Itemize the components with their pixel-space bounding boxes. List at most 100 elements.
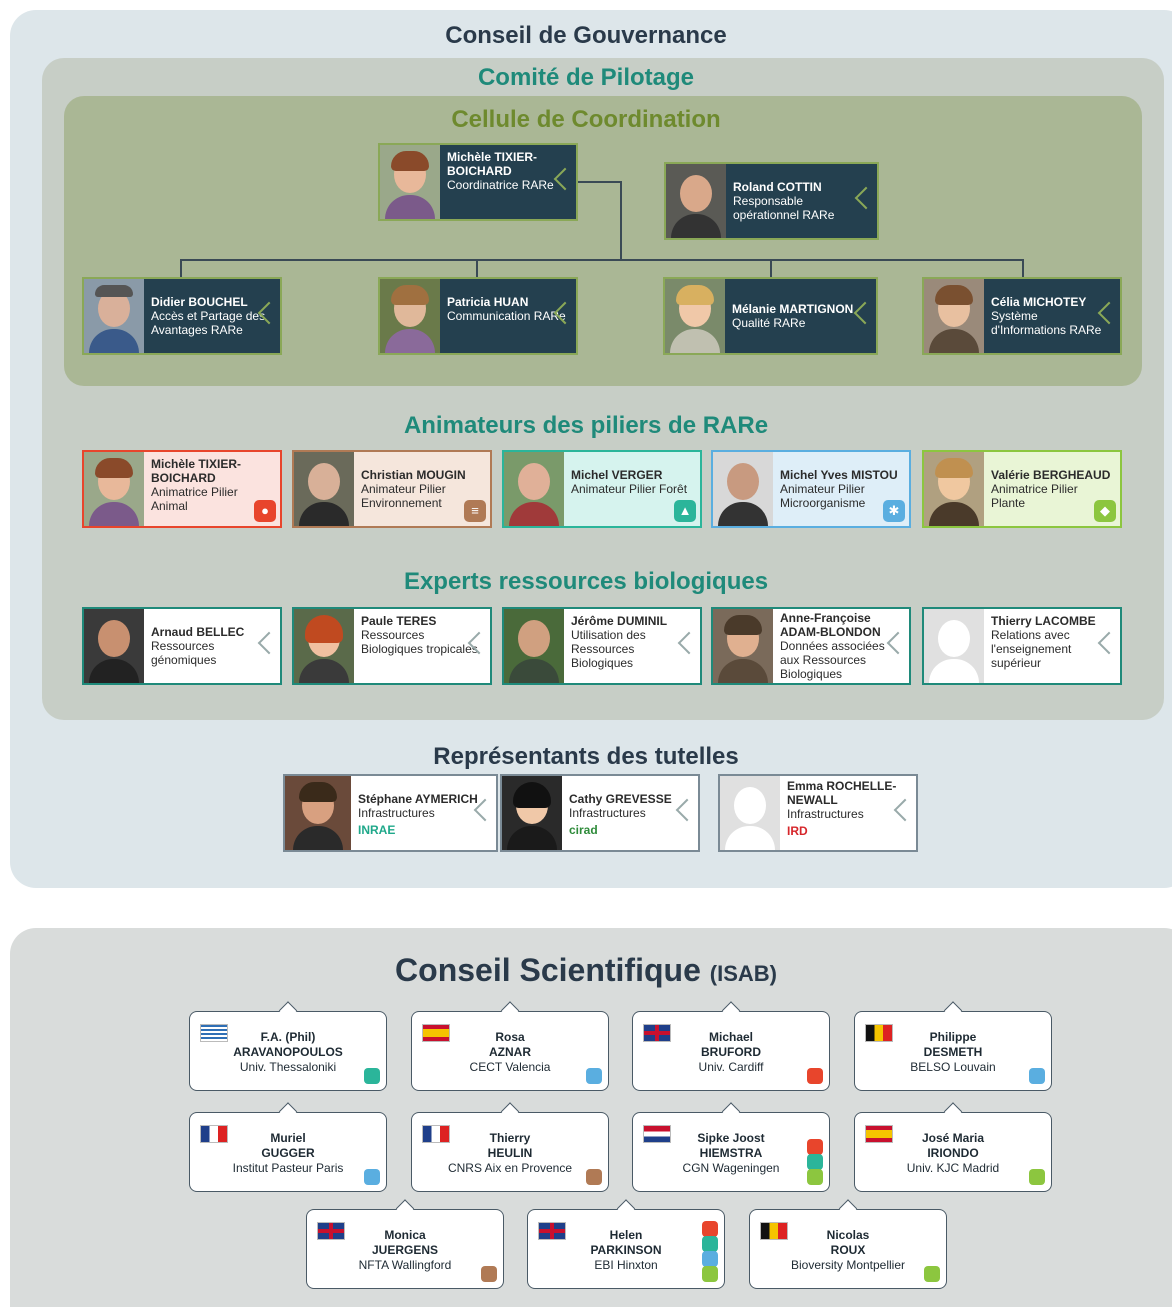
member-last-name: PARKINSON	[590, 1243, 662, 1257]
person-name: Michel VERGER	[571, 468, 663, 482]
member-first-name: Thierry	[489, 1131, 531, 1145]
person-name: Michel Yves MISTOU	[780, 468, 898, 482]
person-role: Animateur Pilier Environnement	[361, 482, 446, 510]
france-flag-icon	[422, 1125, 450, 1143]
person-role: Responsable opérationnel RARe	[733, 194, 835, 222]
member-last-name: ARAVANOPOULOS	[233, 1045, 343, 1059]
member-first-name: Rosa	[495, 1030, 525, 1044]
portrait-photo	[84, 279, 144, 353]
paw-icon	[702, 1221, 718, 1237]
microbe-icon: ✱	[883, 500, 905, 522]
portrait-photo	[924, 279, 984, 353]
member-first-name: Michael	[708, 1030, 753, 1044]
cirad-logo: cirad	[569, 823, 598, 837]
person-name: Didier BOUCHEL	[151, 295, 248, 309]
person-role: Ressources génomiques	[151, 639, 217, 667]
member-last-name: GUGGER	[261, 1146, 315, 1160]
member-organisation: Univ. Thessaloniki	[239, 1060, 337, 1074]
person-name: Arnaud BELLEC	[151, 625, 245, 639]
paw-icon	[807, 1139, 823, 1155]
microbe-icon	[586, 1068, 602, 1084]
member-organisation: BELSO Louvain	[910, 1060, 996, 1074]
member-first-name: Helen	[609, 1228, 643, 1242]
microbe-icon	[364, 1169, 380, 1185]
pilotage-title: Comité de Pilotage	[477, 64, 695, 91]
microbe-icon	[702, 1251, 718, 1267]
belgium-flag-icon	[760, 1222, 788, 1240]
person-name: Anne-Françoise ADAM-BLONDON	[780, 611, 881, 639]
person-role: Animatrice Pilier Animal	[151, 485, 238, 513]
france-flag-icon	[200, 1125, 228, 1143]
inrae-logo: INRAE	[358, 823, 396, 837]
person-role: Infrastructures	[787, 807, 864, 821]
person-role: Relations avec l'enseignement supérieur	[991, 628, 1072, 670]
person-name: Patricia HUAN	[447, 295, 529, 309]
portrait-photo	[502, 776, 562, 850]
leaf-icon	[1029, 1169, 1045, 1185]
portrait-photo	[504, 609, 564, 683]
portrait-photo	[380, 279, 440, 353]
uk-flag-icon	[317, 1222, 345, 1240]
member-first-name: Monica	[384, 1228, 426, 1242]
person-role: Données associées aux Ressources Biologi…	[780, 639, 885, 681]
avatar-placeholder	[720, 776, 780, 850]
member-organisation: CNRS Aix en Provence	[447, 1161, 573, 1175]
member-first-name: Muriel	[270, 1131, 306, 1145]
person-name: Célia MICHOTEY	[991, 295, 1087, 309]
member-last-name: HIEMSTRA	[699, 1146, 763, 1160]
leaf-icon	[702, 1266, 718, 1282]
person-name: Roland COTTIN	[733, 180, 822, 194]
member-last-name: JUERGENS	[371, 1243, 439, 1257]
person-name: Michèle TIXIER-BOICHARD	[151, 457, 242, 485]
scientifique-title-sub: (ISAB)	[709, 961, 777, 986]
tutelles-title: Représentants des tutelles	[433, 743, 739, 770]
portrait-photo	[504, 452, 564, 526]
member-first-name: Sipke Joost	[697, 1131, 765, 1145]
member-last-name: BRUFORD	[701, 1045, 761, 1059]
person-role: Ressources Biologiques tropicales	[361, 628, 478, 656]
member-first-name: Nicolas	[826, 1228, 870, 1242]
person-role: Accès et Partage des Avantages RARe	[151, 309, 266, 337]
person-name: Emma ROCHELLE-NEWALL	[787, 779, 897, 807]
member-organisation: NFTA Wallingford	[358, 1258, 452, 1272]
spain-flag-icon	[422, 1024, 450, 1042]
person-name: Paule TERES	[361, 614, 437, 628]
portrait-photo	[84, 609, 144, 683]
portrait-photo	[665, 279, 725, 353]
portrait-photo	[666, 164, 726, 238]
coordination-title: Cellule de Coordination	[451, 106, 721, 133]
connector-drop-1	[180, 259, 182, 277]
person-role: Communication RARe	[447, 309, 566, 323]
microbe-icon	[1029, 1068, 1045, 1084]
person-name: Mélanie MARTIGNON	[732, 302, 854, 316]
person-name: Thierry LACOMBE	[991, 614, 1096, 628]
connector-drop-4	[1022, 259, 1024, 277]
portrait-photo	[294, 452, 354, 526]
person-role: Système d'Informations RARe	[991, 309, 1102, 337]
leaf-icon	[924, 1266, 940, 1282]
leaf-icon: ◆	[1094, 500, 1116, 522]
avatar-placeholder	[924, 609, 984, 683]
member-first-name: Philippe	[929, 1030, 977, 1044]
person-role: Animateur Pilier Microorganisme	[780, 482, 866, 510]
member-last-name: IRIONDO	[927, 1146, 979, 1160]
